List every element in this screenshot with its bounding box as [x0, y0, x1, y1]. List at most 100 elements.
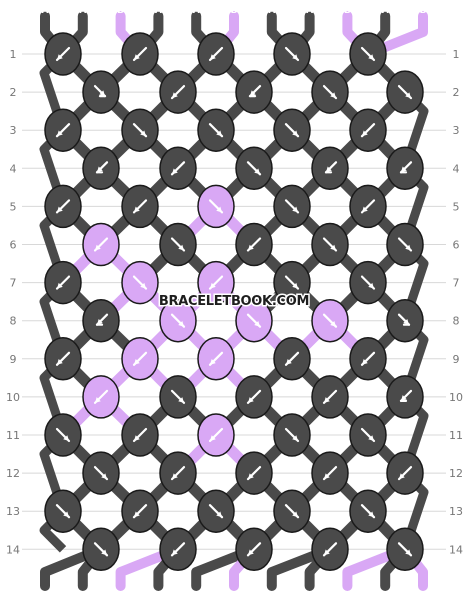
knot-arrow-head — [368, 435, 374, 441]
knot-right — [349, 260, 387, 305]
knot-right — [311, 70, 349, 114]
row-number-right: 11 — [449, 429, 463, 442]
knot-arrow-head — [210, 359, 216, 365]
knot-arrow-head — [292, 511, 298, 518]
knot-backward — [235, 70, 273, 114]
knot-left — [121, 489, 159, 533]
knot-arrow-head — [95, 397, 101, 403]
knot-arrow-head — [330, 244, 336, 251]
row-number-right: 8 — [453, 315, 460, 328]
row-number-left: 8 — [10, 315, 17, 328]
knot-arrow-head — [97, 318, 103, 325]
row-number-left: 7 — [10, 277, 17, 290]
knot-forward — [386, 298, 424, 343]
row-number-right: 5 — [453, 200, 460, 213]
knot-right — [159, 222, 197, 267]
knot-arrow-head — [405, 244, 411, 251]
knot-left — [197, 413, 235, 457]
knot-arrow-head — [254, 168, 260, 175]
knot-arrow-head — [57, 282, 63, 289]
row-number-right: 13 — [449, 505, 463, 518]
bottom-string — [191, 544, 259, 591]
knot-arrow-head — [140, 130, 146, 137]
knot-left — [311, 527, 349, 572]
row-number-left: 11 — [6, 429, 20, 442]
row-number-left: 10 — [6, 391, 20, 404]
bottom-string-letter: A — [193, 591, 200, 601]
knot-right — [82, 451, 120, 495]
knot-arrow-head — [172, 473, 178, 480]
knot-left — [273, 337, 311, 381]
knot-arrow-head — [63, 511, 69, 518]
knot-right — [197, 108, 235, 152]
knot-right — [273, 489, 311, 533]
knot-right — [121, 108, 159, 152]
knot-right — [349, 32, 387, 76]
knot-left — [311, 451, 349, 495]
knot-arrow-head — [330, 320, 336, 327]
knot-arrow-head — [368, 511, 374, 518]
knot-left — [349, 337, 387, 381]
row-number-right: 1 — [453, 48, 460, 61]
knot-arrow-head — [178, 320, 184, 327]
top-string-letter: B — [344, 6, 351, 16]
knot-arrow-head — [134, 54, 140, 60]
knot-arrow-head — [140, 282, 146, 289]
knot-right — [311, 298, 349, 343]
row-number-left: 4 — [10, 162, 17, 175]
row-number-left: 13 — [6, 505, 20, 518]
knot-arrow-head — [172, 549, 178, 556]
knot-left — [82, 222, 120, 267]
knot-arrow-head — [99, 90, 105, 97]
knot-arrow-head — [248, 473, 254, 480]
row-number-right: 3 — [453, 124, 460, 137]
knot-arrow-head — [401, 166, 407, 173]
knot-right — [311, 222, 349, 267]
knot-arrow-head — [63, 435, 69, 441]
knot-arrow-head — [216, 511, 222, 518]
knot-right — [44, 489, 82, 533]
knot-left — [44, 32, 82, 76]
knot-right — [349, 413, 387, 457]
top-string-letter: A — [42, 6, 49, 16]
row-number-left: 1 — [10, 48, 17, 61]
knot-right — [386, 222, 424, 267]
knot-right — [386, 70, 424, 114]
knot-arrow-head — [324, 549, 330, 556]
knot-right — [273, 260, 311, 305]
top-string-letter: A — [306, 6, 313, 16]
row-number-right: 2 — [453, 86, 460, 99]
knot-backward — [311, 146, 349, 191]
bottom-string — [266, 544, 335, 591]
knot-backward — [82, 298, 120, 343]
knot-arrow-head — [101, 473, 107, 480]
knot-left — [159, 527, 197, 572]
knot-arrow-head — [210, 54, 216, 60]
row-number-right: 9 — [453, 353, 460, 366]
row-number-right: 12 — [449, 467, 463, 480]
knot-right — [349, 489, 387, 533]
knot-backward — [386, 146, 424, 191]
row-number-right: 10 — [449, 391, 463, 404]
knot-arrow-head — [57, 359, 63, 365]
top-string-letter: A — [268, 6, 275, 16]
knot-left — [44, 337, 82, 381]
knot-arrow-head — [292, 54, 298, 60]
knot-right — [121, 260, 159, 305]
top-string-letter: B — [420, 6, 427, 16]
row-number-left: 9 — [10, 353, 17, 366]
knot-backward — [386, 375, 424, 419]
knot-arrow-head — [250, 90, 256, 97]
knot-arrow-head — [399, 473, 405, 480]
bottom-string-letter: A — [306, 591, 313, 601]
knot-right — [273, 32, 311, 76]
knot-left — [121, 413, 159, 457]
knot-left — [121, 337, 159, 381]
knot-left — [44, 108, 82, 152]
row-number-right: 14 — [449, 543, 463, 556]
knot-arrow-head — [134, 435, 140, 441]
watermark: BRACELETBOOK.COM — [159, 294, 309, 309]
knot-arrow-head — [57, 130, 63, 137]
